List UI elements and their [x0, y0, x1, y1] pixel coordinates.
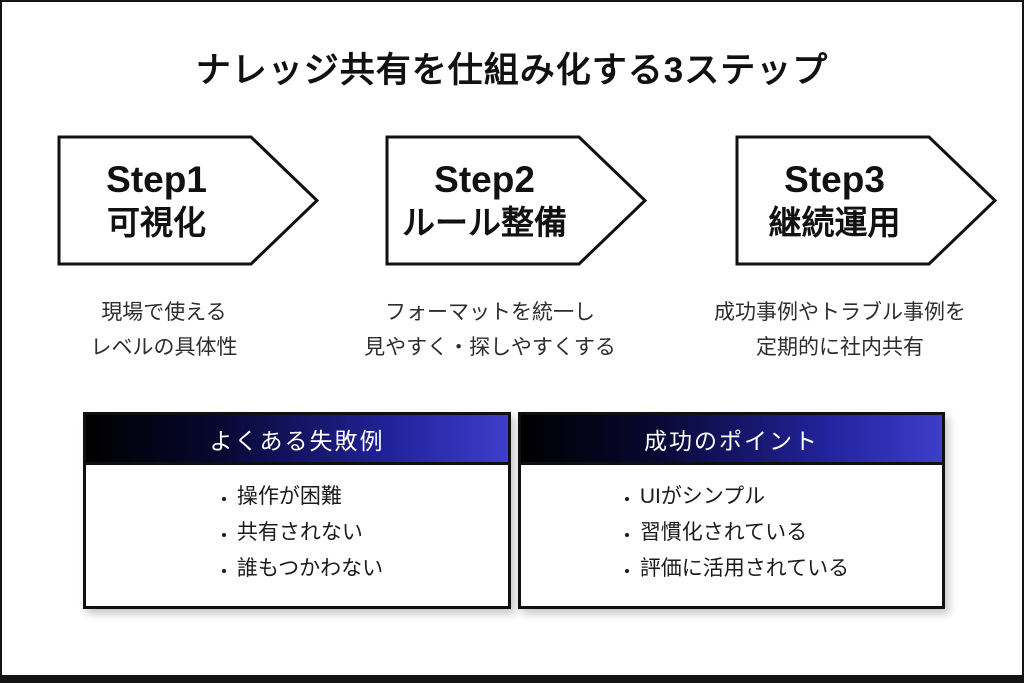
success-points-panel: 成功のポイント UIがシンプル 習慣化されている 評価に活用されている — [518, 412, 945, 609]
step2-label: Step2 — [434, 158, 535, 200]
list-item: 共有されない — [237, 515, 383, 551]
list-item: 評価に活用されている — [640, 551, 849, 587]
list-item: 誰もつかわない — [237, 551, 383, 587]
step3-description-line2: 定期的に社内共有 — [756, 336, 924, 359]
step2-description: フォーマットを統一し 見やすく・探しやすくする — [320, 295, 660, 365]
step1-description: 現場で使える レベルの具体性 — [2, 295, 334, 365]
step2-description-line2: 見やすく・探しやすくする — [364, 336, 616, 359]
list-item: 操作が困難 — [237, 479, 383, 515]
page-title: ナレッジ共有を仕組み化する3ステップ — [195, 51, 829, 90]
step2-name: ルール整備 — [402, 203, 568, 241]
list-item: UIがシンプル — [640, 479, 849, 515]
step3-description: 成功事例やトラブル事例を 定期的に社内共有 — [670, 295, 1010, 365]
step1-name: 可視化 — [107, 203, 207, 241]
failure-list: 操作が困難 共有されない 誰もつかわない — [211, 479, 383, 587]
step1-arrow: Step1 可視化 — [57, 135, 319, 266]
list-item: 習慣化されている — [640, 515, 849, 551]
failure-panel-body: 操作が困難 共有されない 誰もつかわない — [86, 465, 508, 587]
step2-arrow: Step2 ルール整備 — [385, 135, 647, 266]
step2-description-line1: フォーマットを統一し — [385, 301, 595, 324]
failure-examples-panel: よくある失敗例 操作が困難 共有されない 誰もつかわない — [83, 412, 511, 609]
failure-panel-header: よくある失敗例 — [86, 415, 508, 465]
success-panel-body: UIがシンプル 習慣化されている 評価に活用されている — [521, 465, 942, 587]
success-list: UIがシンプル 習慣化されている 評価に活用されている — [614, 479, 849, 587]
step3-description-line1: 成功事例やトラブル事例を — [714, 301, 966, 324]
step3-name: 継続運用 — [768, 203, 901, 241]
chevron-arrow-icon — [385, 135, 647, 266]
step3-label: Step3 — [784, 158, 885, 200]
chevron-arrow-icon — [57, 135, 319, 266]
step1-description-line1: 現場で使える — [101, 301, 227, 324]
step1-description-line2: レベルの具体性 — [90, 336, 238, 359]
chevron-arrow-icon — [735, 135, 997, 266]
step3-arrow: Step3 継続運用 — [735, 135, 997, 266]
success-panel-header: 成功のポイント — [521, 415, 942, 465]
step1-label: Step1 — [106, 158, 207, 200]
